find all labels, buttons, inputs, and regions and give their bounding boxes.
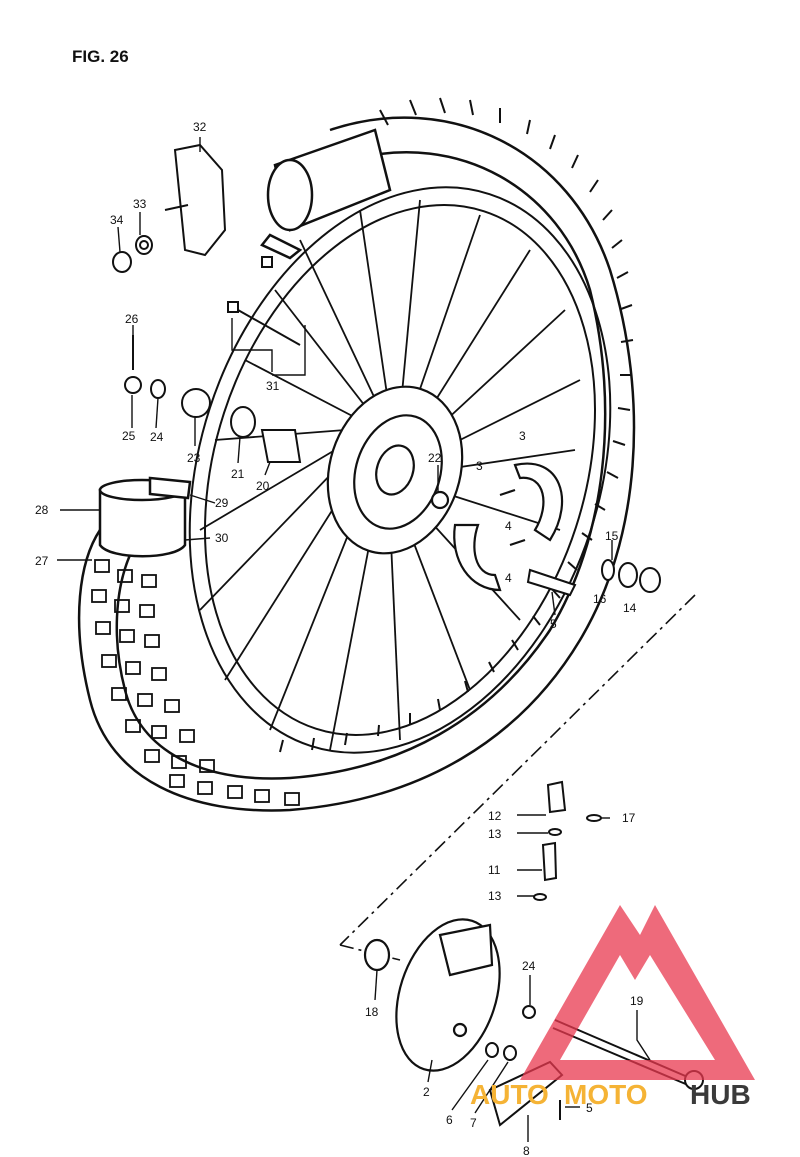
part-label-p26: 26 (125, 312, 139, 326)
part-label-p19: 19 (630, 994, 644, 1008)
watermark-auto: AUTO (470, 1079, 549, 1110)
part-label-p16: 16 (593, 592, 607, 606)
part-label-p3a: 3 (519, 429, 526, 443)
inner-tube (260, 128, 392, 260)
part-label-p22: 22 (428, 451, 442, 465)
part-label-p24a: 24 (150, 430, 164, 444)
part-label-p5a: 5 (550, 617, 557, 631)
part-label-p25: 25 (122, 429, 136, 443)
part-label-p24b: 24 (522, 959, 536, 973)
brake-panel (363, 918, 501, 1072)
part-label-p34: 34 (110, 213, 124, 227)
part-label-p12: 12 (488, 809, 502, 823)
part-label-p17: 17 (622, 811, 636, 825)
part-label-p4b: 4 (505, 571, 512, 585)
watermark-moto: MOTO (564, 1079, 647, 1110)
part-label-p3b: 3 (476, 459, 483, 473)
brake-shoes (453, 462, 564, 592)
part-label-p32: 32 (193, 120, 207, 134)
part-label-p29: 29 (215, 496, 229, 510)
tyre-section (98, 476, 192, 558)
axle-spacers (526, 559, 661, 597)
figure-title: FIG. 26 (72, 47, 129, 66)
part-label-p28: 28 (35, 503, 49, 517)
watermark-hub: HUB (690, 1079, 751, 1110)
part-label-p4a: 4 (505, 519, 512, 533)
part-label-p13a: 13 (488, 827, 502, 841)
leader-lines (57, 137, 651, 1142)
part-label-p31: 31 (266, 379, 280, 393)
part-label-p20: 20 (256, 479, 270, 493)
automotohub-watermark: AUTO MOTO HUB (470, 905, 755, 1110)
part-label-p13b: 13 (488, 889, 502, 903)
watermark-triangle-icon (520, 905, 755, 1080)
part-label-p18: 18 (365, 1005, 379, 1019)
part-label-p33: 33 (133, 197, 147, 211)
part-label-p2: 2 (423, 1085, 430, 1099)
sprocket-assembly (112, 143, 227, 273)
part-label-p14: 14 (623, 601, 637, 615)
hub (326, 385, 464, 555)
part-label-p11: 11 (488, 863, 501, 877)
part-label-p7: 7 (470, 1116, 477, 1130)
part-label-p23: 23 (187, 451, 201, 465)
part-label-p8: 8 (523, 1144, 530, 1157)
tyre (77, 97, 636, 812)
part-label-p21: 21 (231, 467, 245, 481)
part-label-p6: 6 (446, 1113, 453, 1127)
part-label-p5b: 5 (586, 1101, 593, 1115)
part-label-p27: 27 (35, 554, 49, 568)
small-hardware (124, 256, 302, 463)
part-label-p30: 30 (215, 531, 229, 545)
drive-gear-parts (522, 780, 602, 1019)
part-label-p15: 15 (605, 529, 619, 543)
